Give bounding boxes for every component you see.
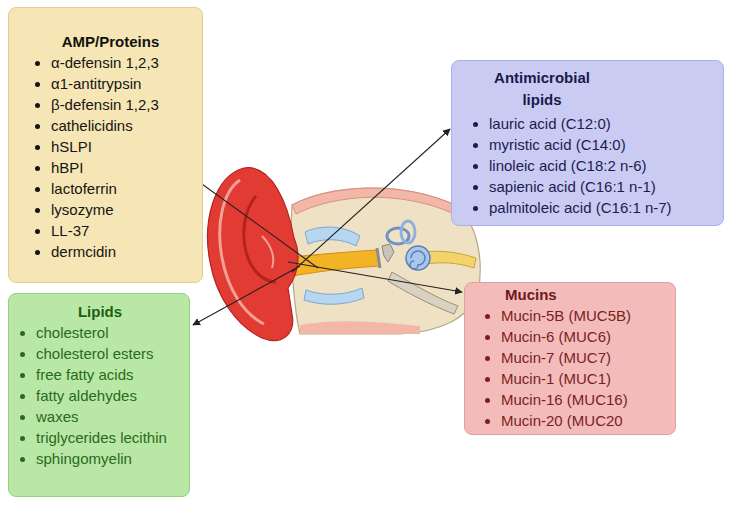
list-item: hBPI (51, 157, 192, 178)
list-item: linoleic acid (C18:2 n-6) (489, 155, 713, 176)
list-item: free fatty acids (36, 364, 179, 385)
info-box: AMP/Proteinsα-defensin 1,2,3α1-antitryps… (8, 7, 203, 283)
list-item: cathelicidins (51, 115, 192, 136)
list-item: β-defensin 1,2,3 (51, 94, 192, 115)
box-heading: Lipids (9, 301, 191, 322)
pointer-arrow (195, 179, 318, 268)
pointer-arrow (288, 262, 462, 292)
list-item: dermcidin (51, 241, 192, 262)
concha (262, 236, 273, 268)
info-box: Lipidscholesterolcholesterol estersfree … (8, 293, 190, 497)
list-item: hSLPI (51, 136, 192, 157)
item-list: lauric acid (C12:0)myristic acid (C14:0)… (452, 113, 723, 218)
list-item: Mucin-5B (MUC5B) (501, 305, 665, 326)
box-heading: AMP/Proteins (13, 31, 208, 52)
list-item: Mucin-16 (MUC16) (501, 389, 665, 410)
list-item: sapienic acid (C16:1 n-1) (489, 176, 713, 197)
list-item: lauric acid (C12:0) (489, 113, 713, 134)
cochlea (406, 246, 430, 270)
eustachian-tube (388, 272, 458, 314)
pointer-arrow (292, 129, 450, 272)
list-item: Mucin-6 (MUC6) (501, 326, 665, 347)
list-item: Mucin-20 (MUC20 (501, 410, 665, 431)
list-item: cholesterol esters (36, 343, 179, 364)
list-item: fatty aldehydes (36, 385, 179, 406)
list-item: Mucin-1 (MUC1) (501, 368, 665, 389)
skin-layer (292, 188, 455, 214)
list-item: sphingomyelin (36, 448, 179, 469)
list-item: α1-antitrypsin (51, 73, 192, 94)
list-item: cholesterol (36, 322, 179, 343)
semicircular-canal (401, 221, 415, 243)
info-box: Antimicrobial lipidslauric acid (C12:0)m… (451, 60, 724, 226)
pointer-arrow (193, 266, 300, 325)
list-item: myristic acid (C14:0) (489, 134, 713, 155)
list-item: lysozyme (51, 199, 192, 220)
box-heading: Antimicrobial lipids (482, 67, 602, 111)
antihelix (244, 196, 276, 282)
cartilage (305, 227, 360, 246)
pinna (208, 168, 298, 341)
ossicles (382, 244, 394, 262)
cartilage (304, 288, 364, 304)
list-item: palmitoleic acid (C16:1 n-7) (489, 197, 713, 218)
skin-layer (300, 321, 420, 334)
item-list: Mucin-5B (MUC5B)Mucin-6 (MUC6)Mucin-7 (M… (465, 305, 675, 431)
eardrum (377, 248, 380, 268)
item-list: cholesterolcholesterol estersfree fatty … (9, 322, 189, 469)
item-list: α-defensin 1,2,3α1-antitrypsinβ-defensin… (9, 52, 202, 262)
box-heading: Mucins (505, 284, 655, 305)
list-item: waxes (36, 406, 179, 427)
auditory-nerve (425, 251, 476, 268)
list-item: α-defensin 1,2,3 (51, 52, 192, 73)
list-item: triglycerides lecithin (36, 427, 179, 448)
list-item: LL-37 (51, 220, 192, 241)
info-box: MucinsMucin-5B (MUC5B)Mucin-6 (MUC6)Muci… (464, 282, 676, 435)
list-item: lactoferrin (51, 178, 192, 199)
list-item: Mucin-7 (MUC7) (501, 347, 665, 368)
cochlea-spiral (410, 251, 425, 269)
